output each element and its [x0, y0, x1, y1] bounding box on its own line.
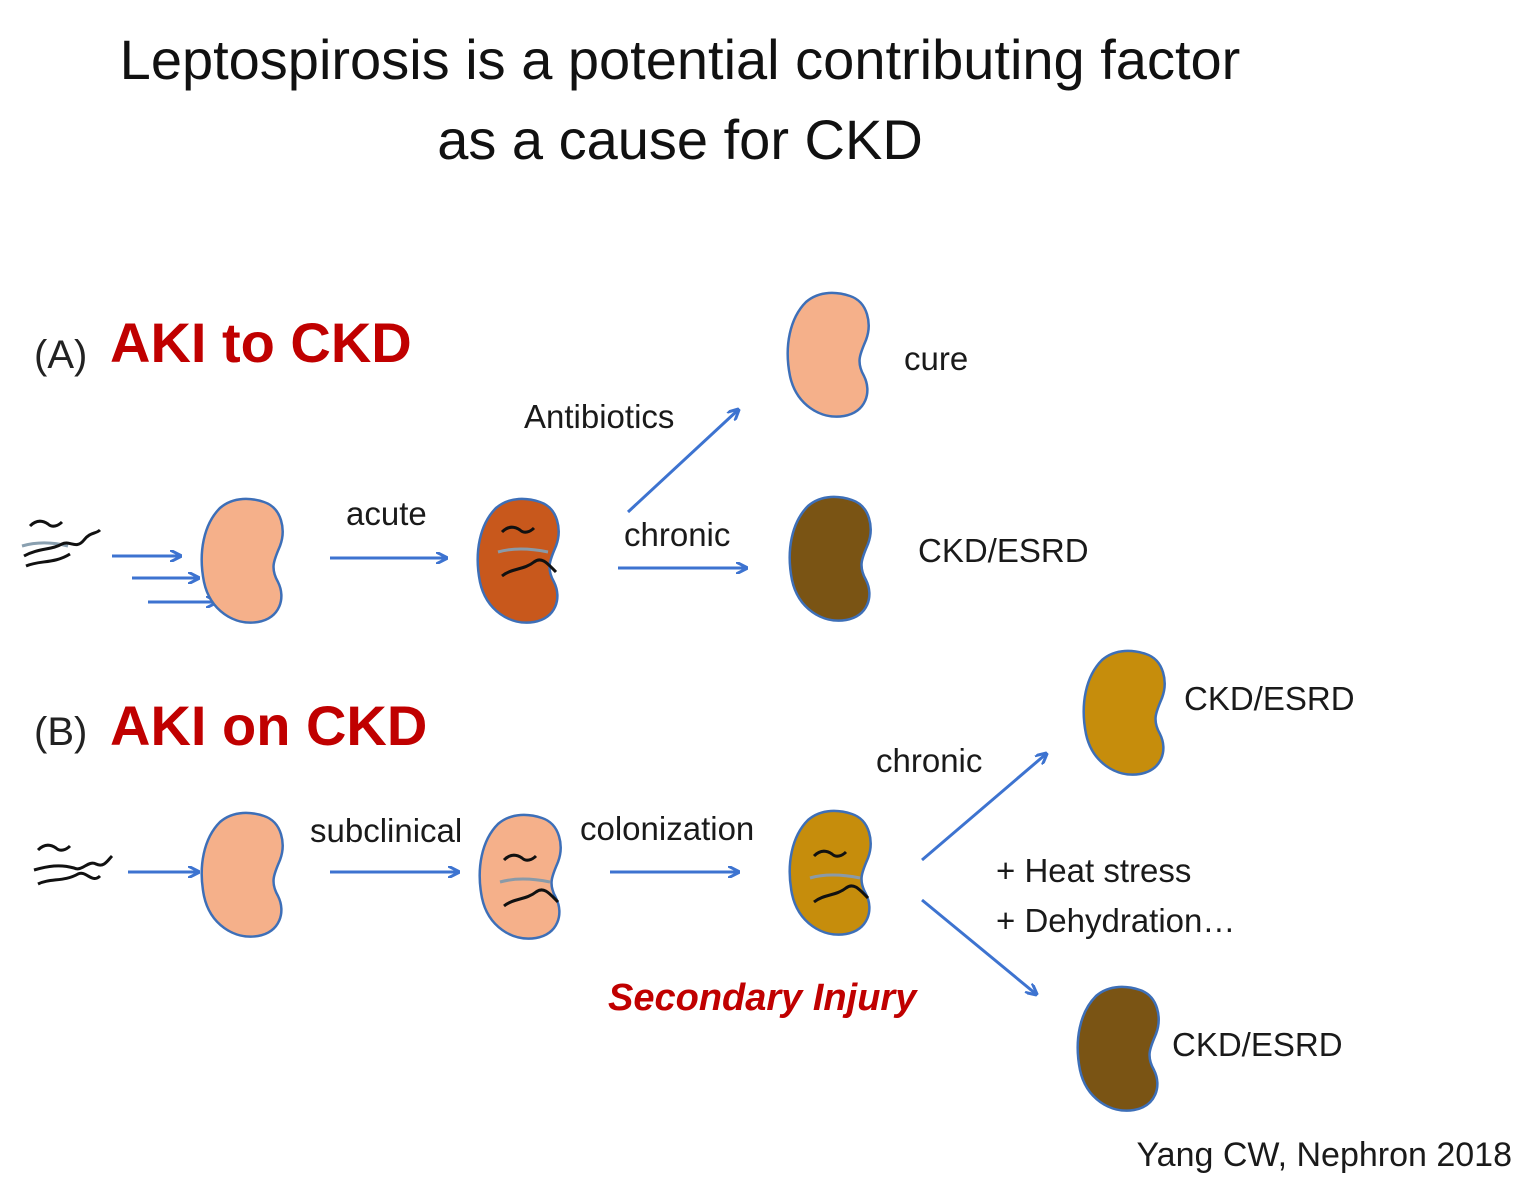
slide-title-line-1: Leptospirosis is a potential contributin…: [119, 28, 1241, 91]
heat-stress-label: + Heat stress: [996, 852, 1191, 889]
subclinical-label: subclinical: [310, 812, 462, 849]
cured-kidney-icon: [786, 291, 870, 418]
antibiotics-arrow: [626, 410, 738, 514]
dehydration-label: + Dehydration…: [996, 902, 1235, 939]
secondary-injury-arrow: [921, 898, 1036, 994]
antibiotics-label: Antibiotics: [524, 398, 674, 435]
colonized-kidney-bacteria-icon: [499, 853, 560, 908]
ckd-a-label: CKD/ESRD: [918, 532, 1089, 569]
ckd-b-top-label: CKD/ESRD: [1184, 680, 1355, 717]
ckd-kidney-b-bottom-icon: [1076, 985, 1160, 1112]
acute-label: acute: [346, 495, 427, 532]
chronic-b-label: chronic: [876, 742, 982, 779]
citation: Yang CW, Nephron 2018: [1137, 1136, 1513, 1174]
colonization-label: colonization: [580, 810, 754, 847]
colonized-kidney-icon: [478, 813, 562, 940]
section-a-title: AKI to CKD: [110, 311, 412, 374]
acute-kidney-icon: [476, 497, 560, 624]
section-a-letter: (A): [34, 333, 87, 377]
secondary-injury-label: Secondary Injury: [608, 977, 918, 1019]
bacteria-icon: [33, 843, 114, 886]
healthy-kidney-icon: [200, 497, 284, 624]
colonized-ckd-kidney-icon: [788, 809, 872, 936]
cure-label: cure: [904, 340, 968, 377]
healthy-kidney-b-icon: [200, 811, 284, 938]
ckd-kidney-b-top-icon: [1082, 649, 1166, 776]
colonized-ckd-bacteria-icon: [809, 849, 870, 904]
chronic-a-label: chronic: [624, 516, 730, 553]
acute-kidney-bacteria-icon: [497, 525, 558, 578]
ckd-b-bottom-label: CKD/ESRD: [1172, 1026, 1343, 1063]
ckd-kidney-a-icon: [788, 495, 872, 622]
slide-title: Leptospirosis is a potential contributin…: [0, 20, 1360, 180]
slide-title-line-2: as a cause for CKD: [437, 108, 923, 171]
bacteria-icon: [21, 519, 102, 568]
section-b-letter: (B): [34, 710, 87, 754]
chronic-b-arrow: [921, 754, 1046, 862]
section-b-title: AKI on CKD: [110, 694, 427, 757]
